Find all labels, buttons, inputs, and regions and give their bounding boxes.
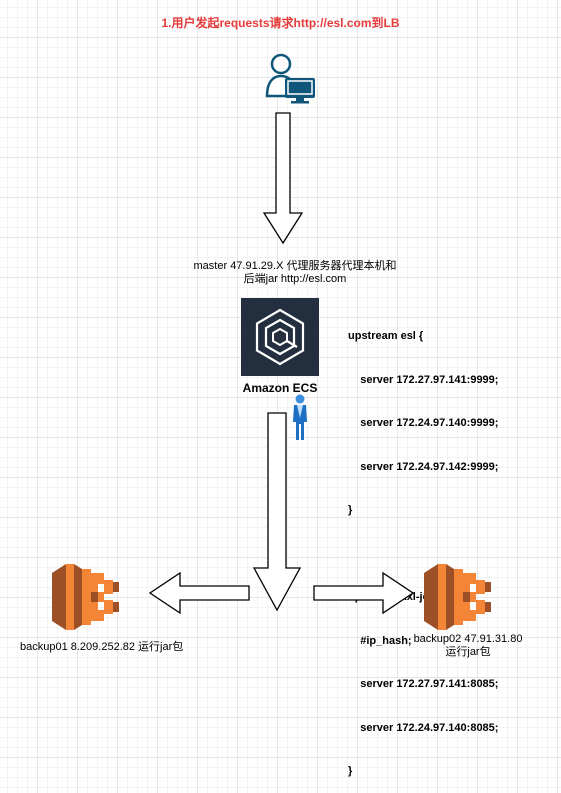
backup02-label: backup02 47.91.31.80 运行jar包 xyxy=(395,633,541,659)
config-line xyxy=(348,547,498,562)
config-line: server 172.27.97.141:9999; xyxy=(348,373,499,386)
config-line: server 172.24.97.142:9999; xyxy=(348,460,499,473)
ecs-service-label: Amazon ECS xyxy=(242,381,318,395)
master-caption: master 47.91.29.X 代理服务器代理本机和 后端jar http:… xyxy=(150,260,440,286)
nginx-config: upstream esl { server 172.27.97.141:9999… xyxy=(348,300,498,793)
ecs-cluster-icon xyxy=(52,564,119,630)
config-line: server 172.27.97.141:8085; xyxy=(348,678,499,690)
config-line: server 172.24.97.140:9999; xyxy=(348,417,499,429)
user-computer-icon xyxy=(265,53,315,104)
arrow-down-master-to-split xyxy=(252,412,302,612)
arrow-down-user-to-master xyxy=(262,112,304,245)
config-line: #ip_hash; xyxy=(348,634,412,647)
backup02-label-line1: backup02 47.91.31.80 xyxy=(413,633,523,645)
config-line: } xyxy=(348,504,353,516)
master-caption-line1: master 47.91.29.X 代理服务器代理本机和 xyxy=(193,260,397,272)
config-line: server 172.24.97.140:8085; xyxy=(348,721,499,734)
person-icon xyxy=(293,394,307,440)
config-line: upstream esl { xyxy=(348,330,424,342)
config-line: } xyxy=(348,765,353,777)
master-caption-line2: 后端jar http://esl.com xyxy=(243,273,347,285)
backup02-label-line2: 运行jar包 xyxy=(445,646,491,658)
diagram-title: 1.用户发起requests请求http://esl.com到LB xyxy=(161,16,400,30)
arrow-left-to-backup01 xyxy=(148,571,250,615)
arrow-right-to-backup02 xyxy=(313,571,415,615)
amazon-ecs-icon xyxy=(241,298,319,376)
ecs-cluster-icon xyxy=(424,564,491,630)
backup01-label: backup01 8.209.252.82 运行jar包 xyxy=(20,641,184,653)
